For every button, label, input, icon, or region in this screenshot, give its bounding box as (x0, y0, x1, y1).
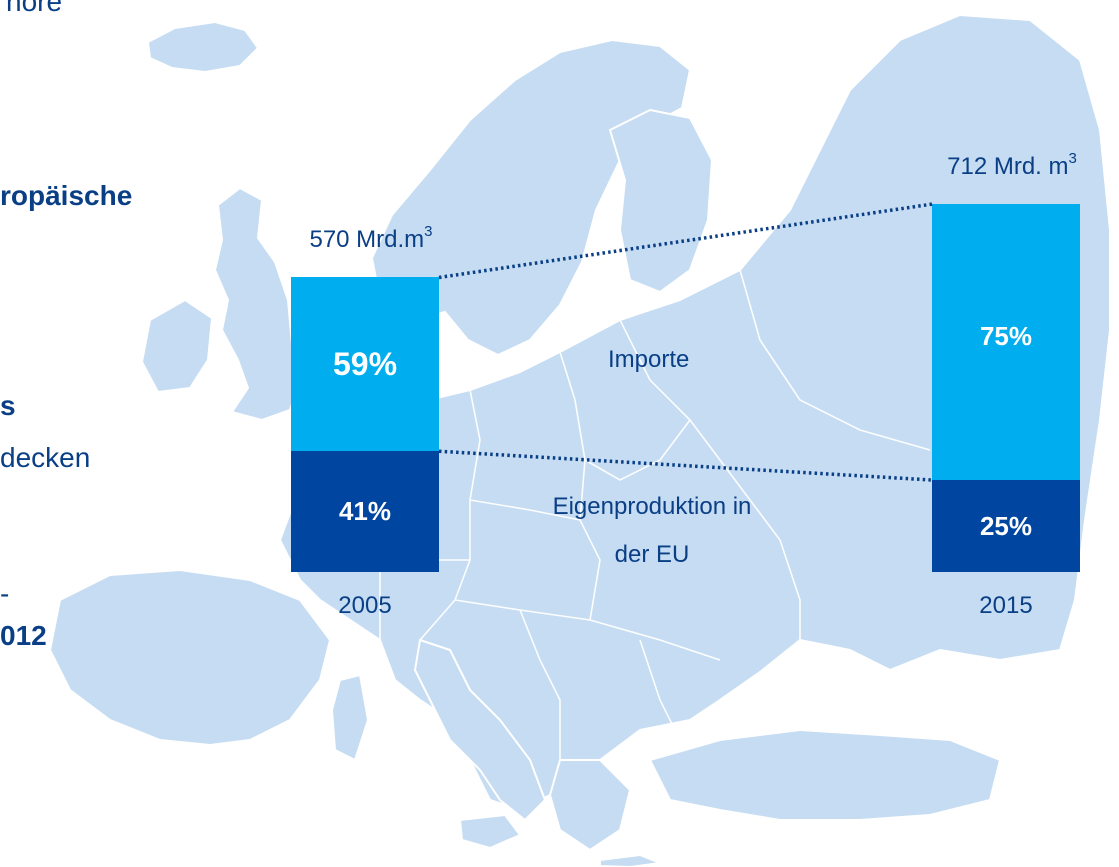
italy-shape (414, 639, 546, 821)
production-annotation-line1: Eigenproduktion in (552, 493, 752, 520)
total-label-exponent-2005: 3 (424, 223, 433, 241)
bar-label-2015-production: 25% (979, 510, 1033, 541)
finland-shape (609, 109, 713, 293)
bar-label-2005-production: 41% (338, 496, 392, 527)
side-text-line1: nore (6, 0, 63, 17)
crete-shape (599, 854, 661, 867)
sicily-shape (459, 814, 521, 849)
imports-annotation: Importe (608, 346, 690, 373)
turkey-shape (649, 729, 1001, 821)
side-text-line2: ropäische (0, 180, 133, 211)
iberia-shape (49, 569, 331, 746)
side-text-line3: s (0, 390, 16, 421)
total-label-text-2015: 712 Mrd. m (947, 153, 1069, 181)
total-label-exponent-2015: 3 (1068, 150, 1077, 168)
production-annotation-line2: der EU (614, 541, 690, 568)
greece-shape (549, 759, 631, 851)
side-text-line4: decken (0, 442, 91, 473)
sardinia-shape (331, 674, 369, 761)
bar-label-2005-imports: 59% (332, 345, 398, 382)
side-text-line5: - (0, 578, 10, 609)
iceland-shape (147, 21, 259, 73)
total-label-text-2005: 570 Mrd.m (309, 226, 425, 254)
side-text-line6: 012 (0, 620, 47, 651)
great-britain-shape (214, 187, 301, 421)
category-label-2005: 2005 (338, 592, 392, 619)
total-label-2015: 712 Mrd. m3 (918, 150, 1106, 181)
bar-label-2015-imports: 75% (979, 320, 1033, 351)
ireland-shape (141, 299, 213, 393)
bar-2015-imports: 75% (932, 204, 1080, 481)
total-label-2005: 570 Mrd.m3 (277, 223, 465, 254)
bar-2005-production: 41% (291, 451, 439, 572)
category-label-2015: 2015 (979, 592, 1033, 619)
bar-2015-production: 25% (932, 480, 1080, 572)
bar-2005-imports: 59% (291, 277, 439, 452)
